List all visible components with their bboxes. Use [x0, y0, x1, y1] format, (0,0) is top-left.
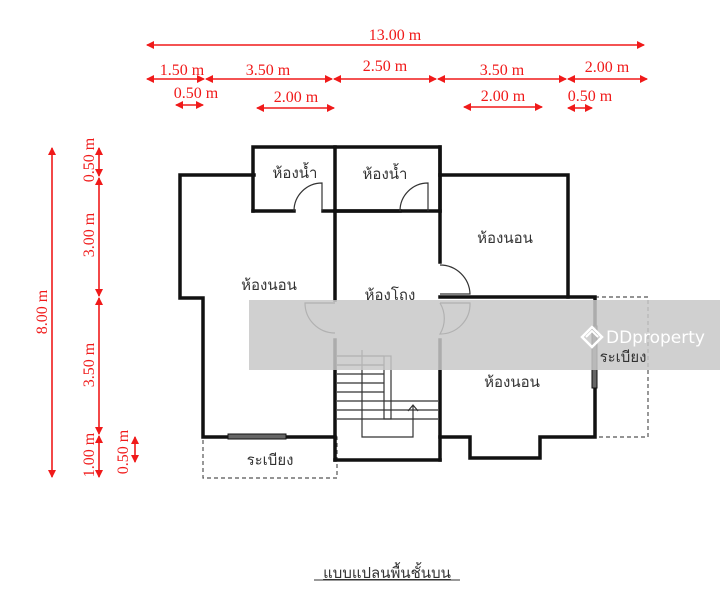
room-label-bathroom-2: ห้องน้ำ [363, 163, 408, 183]
left-dimensions: 8.00 m 0.50 m 3.00 m 3.50 m 1.00 m 0.50 … [34, 137, 139, 478]
dimension-label: 3.50 m [81, 342, 98, 387]
window [227, 433, 287, 440]
dimension-label: 0.50 m [81, 137, 98, 182]
room-label-bedroom-bottom-right: ห้องนอน [484, 373, 540, 391]
dimension-label: 8.00 m [34, 289, 51, 334]
watermark-logo-icon [580, 325, 604, 349]
dimension-label: 1.00 m [81, 432, 98, 477]
dimension-label: 2.50 m [363, 58, 408, 75]
dimension-label: 0.50 m [174, 85, 219, 102]
watermark-text: DDproperty [606, 328, 705, 348]
dimension-label: 2.00 m [274, 89, 319, 106]
room-label-bathroom-1: ห้องน้ำ [273, 162, 318, 182]
watermark-band [249, 300, 720, 370]
walls [178, 145, 597, 462]
room-label-balcony-bottom: ระเบียง [247, 451, 294, 469]
room-label-bedroom-top-right: ห้องนอน [477, 229, 533, 247]
dimension-label: 13.00 m [369, 27, 422, 44]
dimension-label: 3.00 m [81, 212, 98, 257]
top-dimensions: 13.00 m 1.50 m 3.50 m 2.50 m 3.50 m 2.00… [146, 27, 648, 112]
plan-caption: แบบแปลนพื้นชั้นบน [323, 562, 451, 582]
dimension-label: 3.50 m [246, 62, 291, 79]
room-label-balcony-right: ระเบียง [600, 348, 647, 366]
dimension-label: 0.50 m [568, 88, 613, 105]
dimension-label: 2.00 m [585, 59, 630, 76]
dimension-label: 0.50 m [115, 429, 132, 474]
arrow-up-icon [407, 404, 419, 412]
room-label-bedroom-left: ห้องนอน [241, 276, 297, 294]
dimension-label: 3.50 m [480, 62, 525, 79]
room-label-hall: ห้องโถง [365, 286, 416, 304]
dimension-label: 1.50 m [160, 62, 205, 79]
dimension-label: 2.00 m [481, 88, 526, 105]
